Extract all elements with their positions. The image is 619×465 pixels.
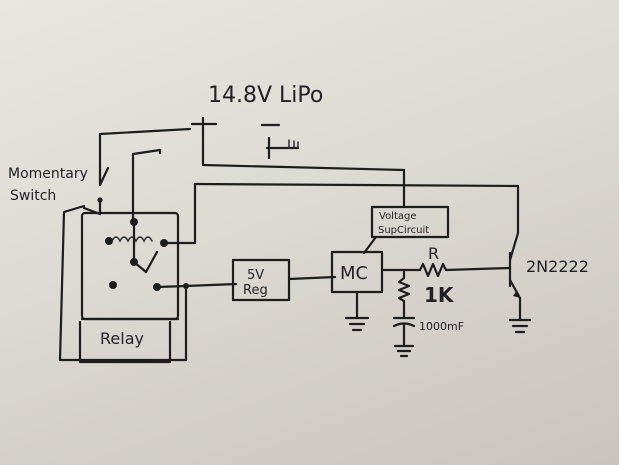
battery-wires <box>98 127 520 245</box>
transistor-symbol <box>508 231 532 334</box>
switch-label-line2: Switch <box>10 188 56 204</box>
wire-sup-to-mc <box>362 235 378 255</box>
regulator-label-line1: 5V <box>247 268 264 283</box>
switch-label-line1: Momentary <box>8 166 88 182</box>
regulator-label-line2: Reg <box>243 283 268 298</box>
wire-resistor-to-base <box>444 266 512 272</box>
capacitor-value: 1000mF <box>419 320 464 333</box>
resistor-value: 1K <box>424 283 455 307</box>
voltage-sup-box <box>370 205 450 239</box>
relay-label: Relay <box>100 329 144 348</box>
wire-reg-to-mc <box>287 275 337 281</box>
voltage-sup-label-line1: Voltage <box>379 211 417 222</box>
momentary-switch-symbol[interactable] <box>82 164 110 216</box>
wire-relay-to-reg <box>184 282 238 288</box>
battery-symbol <box>190 116 300 167</box>
mc-label: MC <box>340 263 368 284</box>
relay-loop-wire <box>58 204 188 362</box>
battery-label: 14.8V LiPo <box>208 83 323 108</box>
relay-box <box>78 211 189 364</box>
mc-ground-symbol <box>344 290 370 332</box>
resistor-name: R <box>428 244 439 263</box>
voltage-sup-label-line2: SupCircuit <box>378 225 429 236</box>
resistor-symbol <box>418 262 448 278</box>
capacitor-branch <box>392 268 416 358</box>
transistor-label: 2N2222 <box>526 257 589 276</box>
